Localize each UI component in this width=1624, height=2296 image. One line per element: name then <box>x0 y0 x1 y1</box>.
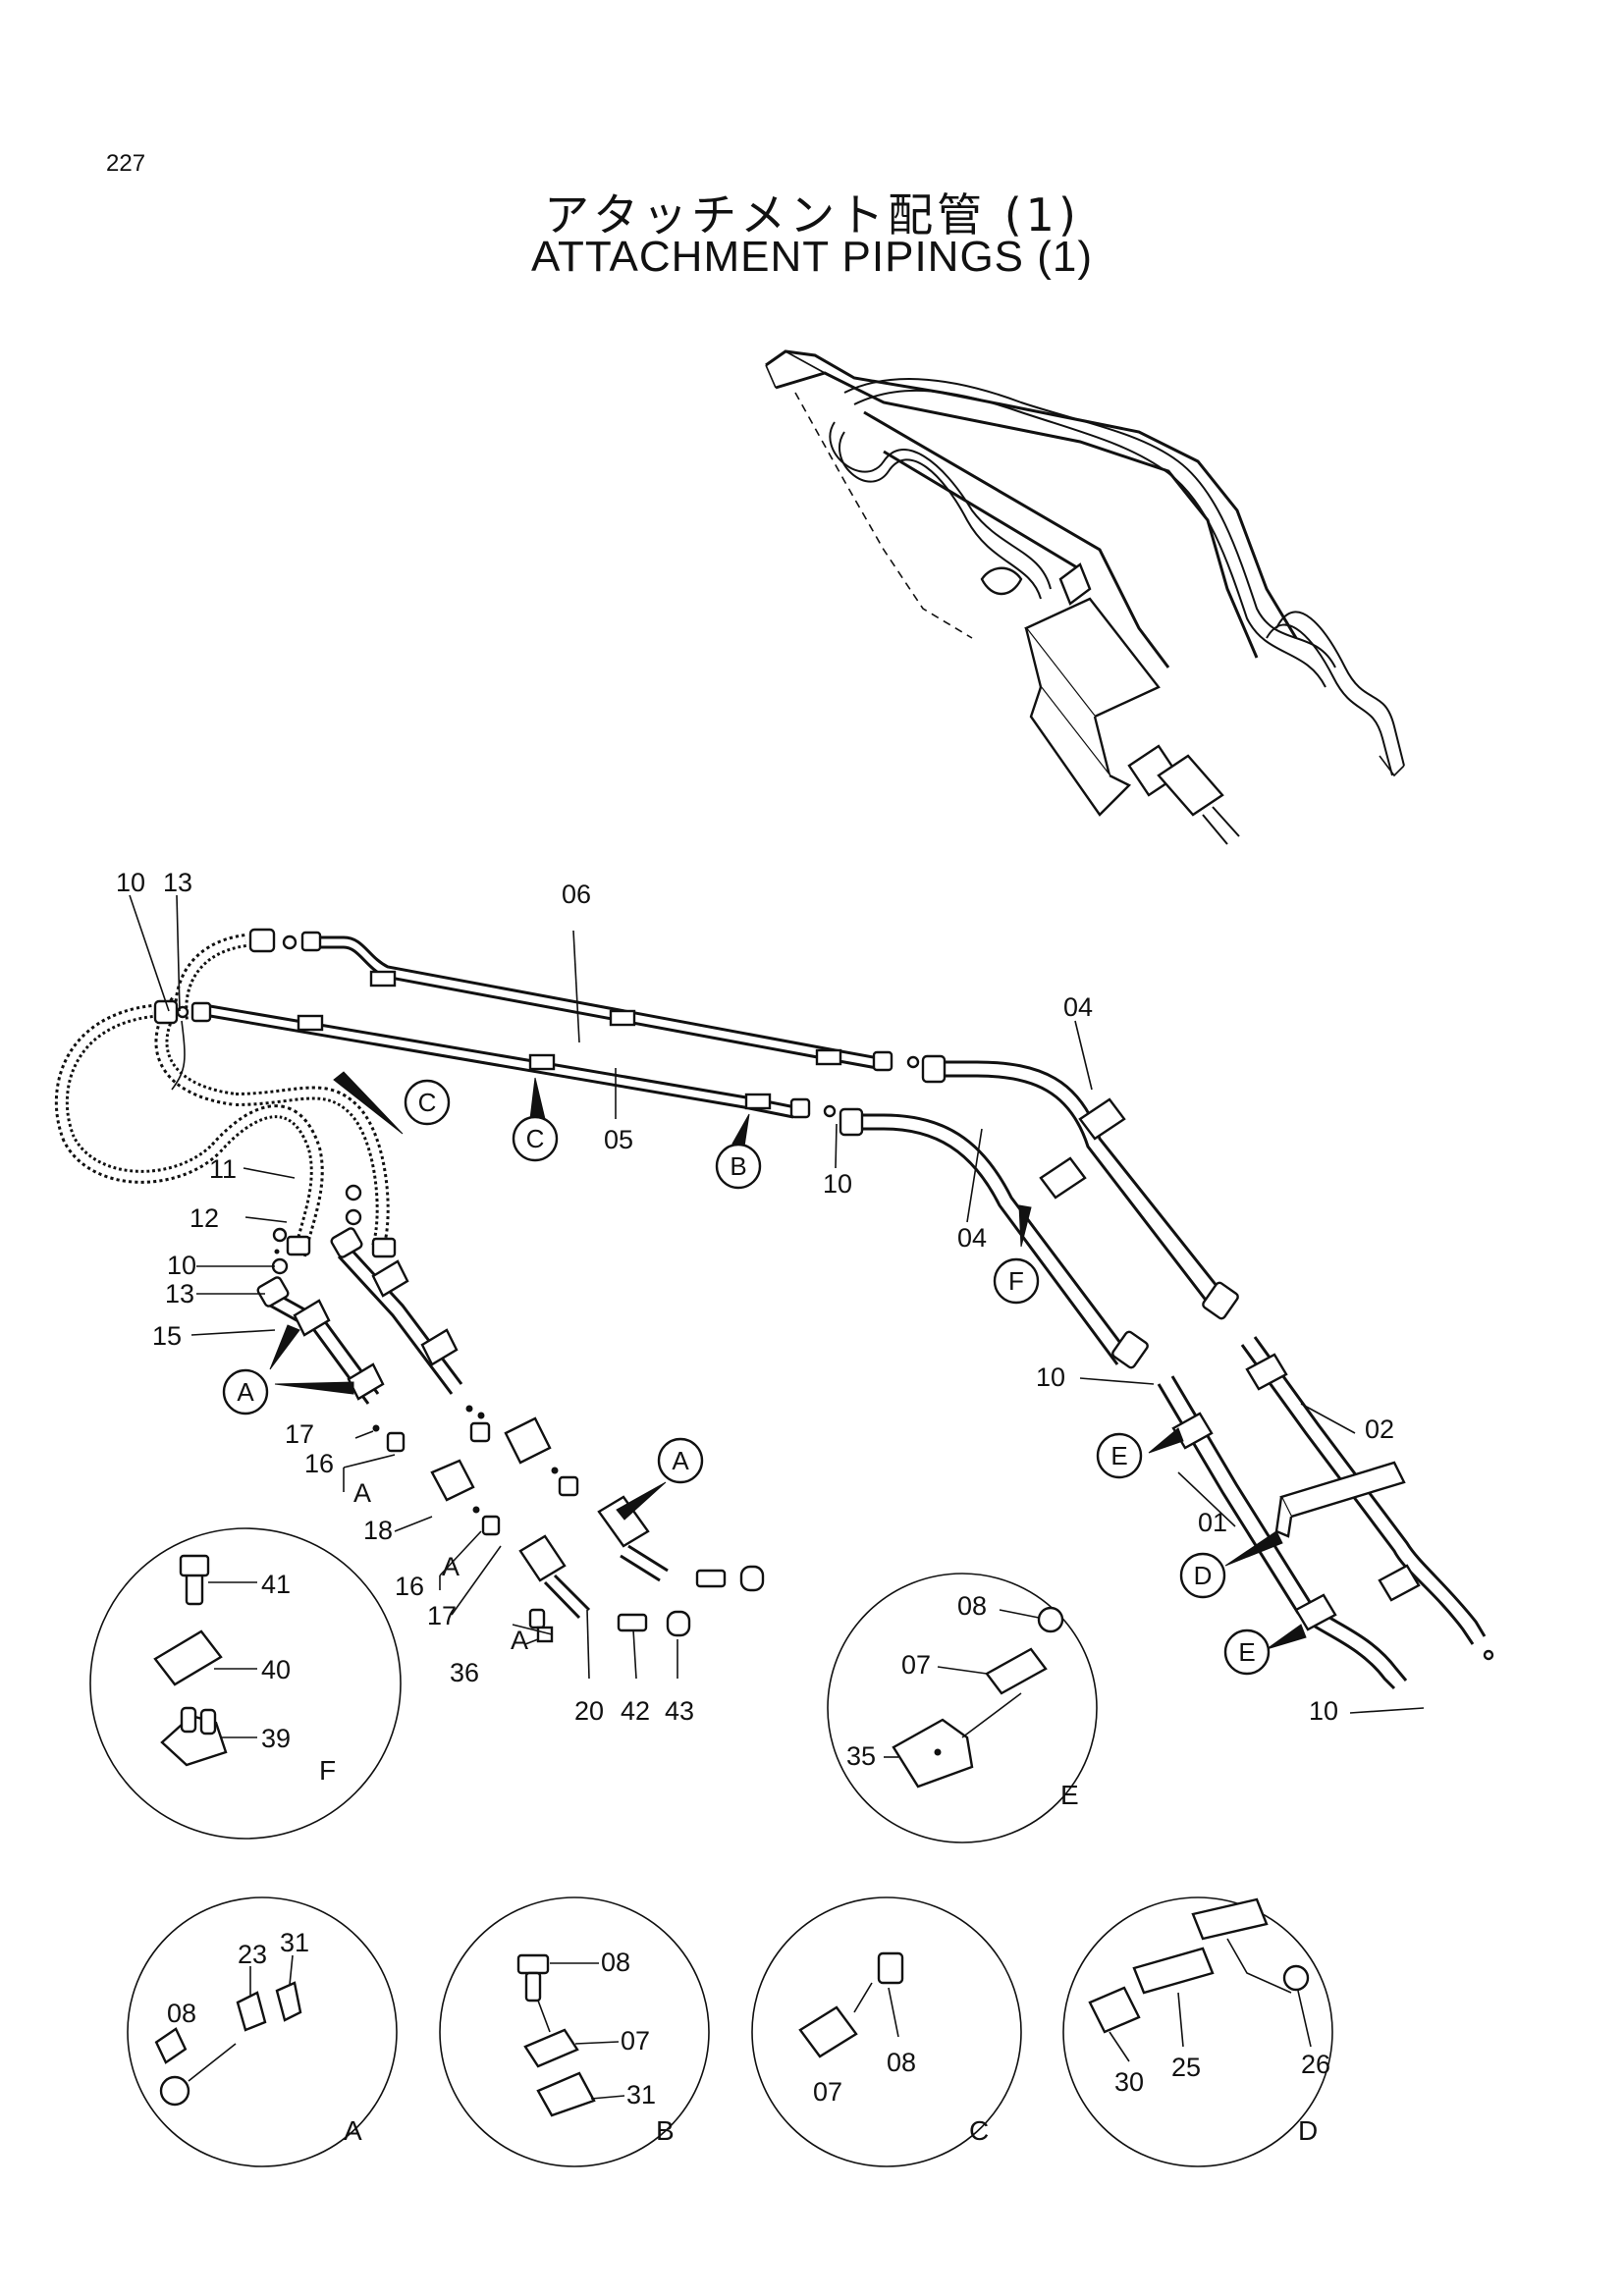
detail-a-part: 08 <box>167 1999 196 2028</box>
callout-10: 10 <box>116 868 145 897</box>
callout-42: 42 <box>621 1696 650 1726</box>
detail-e-part: 08 <box>957 1591 987 1621</box>
callout-06: 06 <box>562 880 591 909</box>
detail-e-letter: E <box>1060 1780 1079 1810</box>
page-number: 227 <box>106 150 146 177</box>
callout-17: 17 <box>427 1601 457 1630</box>
callout-10: 10 <box>1036 1362 1065 1392</box>
detail-f-part: 41 <box>261 1570 291 1599</box>
detail-d-part: 25 <box>1171 2053 1201 2082</box>
callout-13: 13 <box>163 868 192 897</box>
callout-02: 02 <box>1365 1415 1394 1444</box>
callout-10: 10 <box>1309 1696 1338 1726</box>
marker-e: E <box>1110 1441 1127 1470</box>
callout-13: 13 <box>165 1279 194 1308</box>
detail-b-letter: B <box>656 2115 675 2146</box>
callout-a: A <box>442 1552 460 1581</box>
detail-e-part: 07 <box>901 1650 931 1680</box>
title-english: ATTACHMENT PIPINGS (1) <box>530 233 1094 281</box>
callout-01: 01 <box>1198 1508 1227 1537</box>
detail-f-part: 39 <box>261 1724 291 1753</box>
marker-c: C <box>418 1088 437 1117</box>
detail-labels: 41 40 39 F 08 07 35 E 08 23 31 A 08 07 3… <box>167 1570 1330 2146</box>
callout-numbers: 10 13 06 04 04 05 10 11 12 10 13 15 17 1… <box>116 868 1394 1726</box>
leader-lines <box>129 894 1425 1714</box>
callout-12: 12 <box>189 1203 219 1233</box>
detail-e-part: 35 <box>846 1741 876 1771</box>
callout-04: 04 <box>1063 992 1093 1022</box>
callout-05: 05 <box>604 1125 633 1154</box>
detail-f-letter: F <box>319 1755 336 1786</box>
callout-11: 11 <box>209 1154 237 1184</box>
detail-d-part: 30 <box>1114 2067 1144 2097</box>
callout-18: 18 <box>363 1516 393 1545</box>
callout-16: 16 <box>304 1449 334 1478</box>
marker-f: F <box>1008 1266 1024 1296</box>
marker-a: A <box>672 1446 689 1475</box>
main-piping-assembly <box>55 928 1494 1690</box>
detail-d-letter: D <box>1298 2115 1318 2146</box>
marker-a: A <box>237 1377 254 1407</box>
detail-b-part: 08 <box>601 1948 630 1977</box>
marker-d: D <box>1194 1561 1213 1590</box>
detail-circles <box>89 1527 1333 2167</box>
detail-b-part: 07 <box>621 2026 650 2056</box>
marker-e: E <box>1238 1637 1255 1667</box>
callout-17: 17 <box>285 1419 314 1449</box>
callout-36: 36 <box>450 1658 479 1687</box>
detail-b-part: 31 <box>626 2080 656 2109</box>
callout-15: 15 <box>152 1321 182 1351</box>
detail-markers: C C B A A F E D E <box>222 1079 1271 1676</box>
callout-a: A <box>511 1626 528 1655</box>
marker-c: C <box>526 1124 545 1153</box>
detail-d-part: 26 <box>1301 2050 1330 2079</box>
title-japanese: アタッチメント配管 (1) <box>544 188 1080 241</box>
callout-10: 10 <box>823 1169 852 1199</box>
callout-04: 04 <box>957 1223 987 1253</box>
detail-f-part: 40 <box>261 1655 291 1684</box>
detail-a-letter: A <box>344 2115 362 2146</box>
marker-b: B <box>730 1151 746 1181</box>
callout-10: 10 <box>167 1251 196 1280</box>
detail-c-letter: C <box>969 2115 989 2146</box>
callout-a: A <box>353 1478 371 1508</box>
detail-a-part: 23 <box>238 1940 267 1969</box>
callout-16: 16 <box>395 1572 424 1601</box>
callout-43: 43 <box>665 1696 694 1726</box>
small-fittings <box>372 1405 765 1643</box>
detail-a-part: 31 <box>280 1928 309 1957</box>
detail-c-part: 07 <box>813 2077 842 2107</box>
callout-20: 20 <box>574 1696 604 1726</box>
detail-c-part: 08 <box>887 2048 916 2077</box>
detail-marker-arrows <box>269 1071 1307 1650</box>
excavator-overview <box>765 349 1405 845</box>
